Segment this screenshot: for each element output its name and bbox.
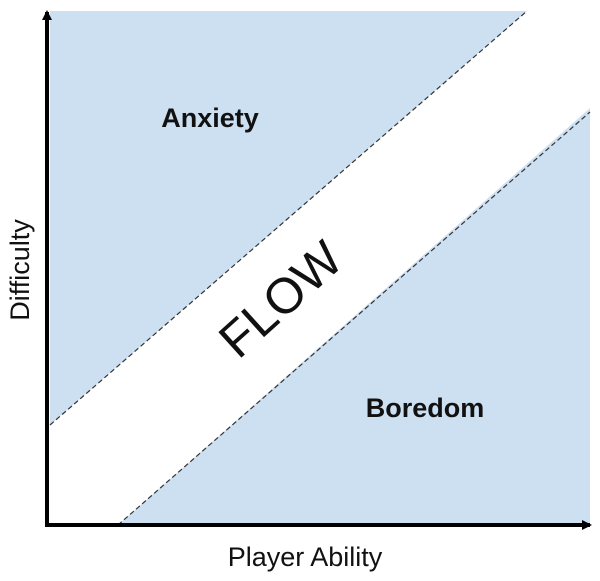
upper-flow-boundary: [49, 10, 528, 426]
boredom-region: [118, 108, 590, 525]
x-axis-label: Player Ability: [228, 542, 383, 572]
lower-flow-boundary: [117, 111, 591, 526]
y-axis-label: Difficulty: [5, 219, 35, 321]
anxiety-label: Anxiety: [161, 103, 259, 133]
boredom-label: Boredom: [366, 393, 485, 423]
